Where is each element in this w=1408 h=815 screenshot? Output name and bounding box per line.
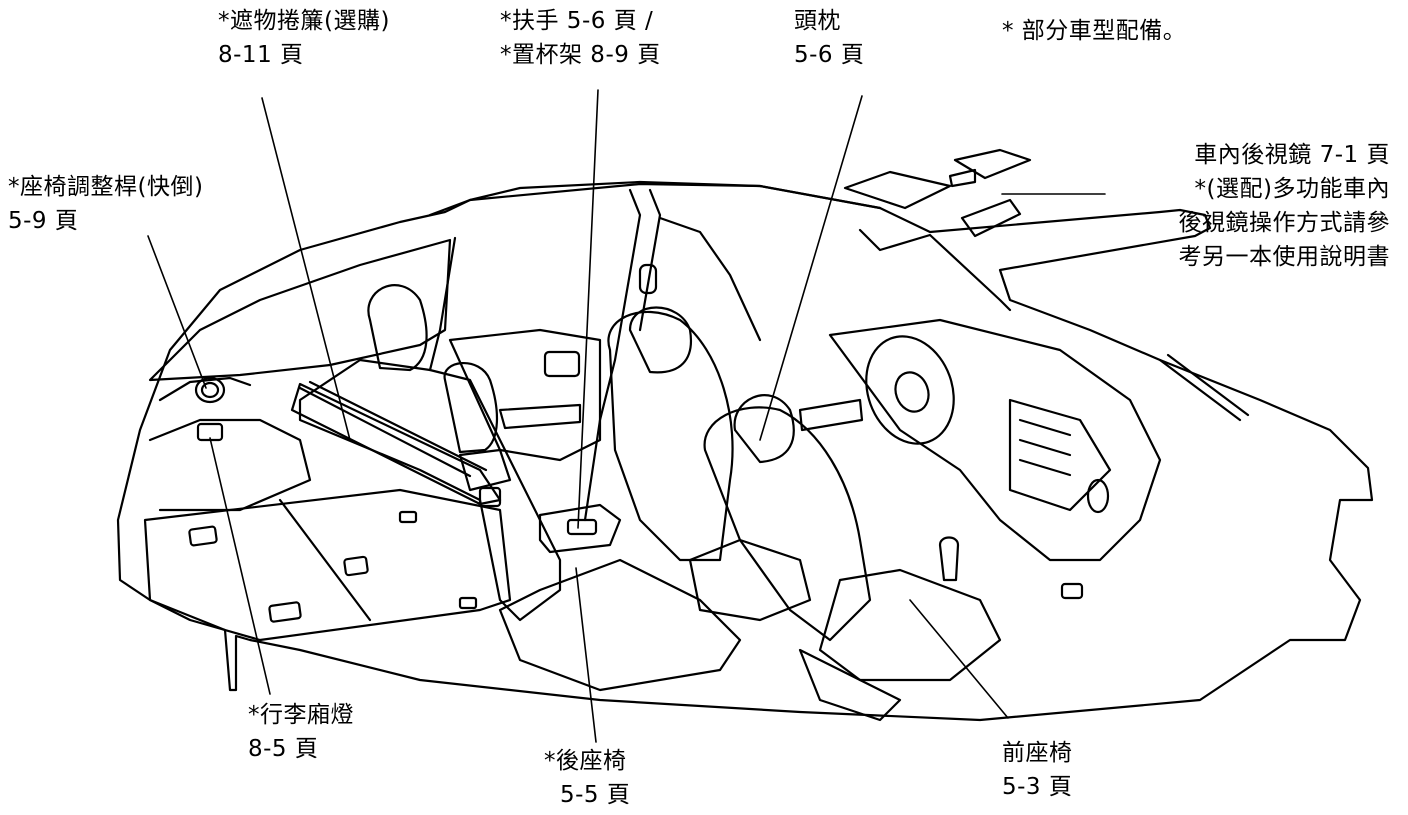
rear-seat-bolster	[458, 448, 512, 492]
trunk-side-wall	[148, 418, 312, 512]
steering-hub	[894, 371, 930, 413]
armrest-box	[538, 503, 622, 554]
leader-armrest	[577, 89, 599, 529]
front-seat-label-title: 前座椅	[1002, 740, 1073, 766]
sunshade-end-cap	[478, 486, 502, 508]
driver-seatback	[703, 406, 872, 642]
rear-pillar	[428, 236, 457, 372]
callout-leaders	[147, 89, 1106, 743]
seat-lever-label-title: *座椅調整桿(快倒)	[8, 174, 204, 200]
trunk-light-label-page: 8-5 頁	[248, 736, 319, 762]
roof-left-edge	[428, 182, 882, 217]
sunshade-label-page: 8-11 頁	[218, 42, 304, 68]
windshield-frame	[858, 228, 1012, 312]
rear-seat-label-title: *後座椅	[544, 748, 627, 774]
driver-headrest	[733, 394, 795, 464]
rear-door-pull	[498, 403, 582, 430]
equipment-note: * 部分車型配備。	[1002, 14, 1186, 48]
front-seat-left-back	[607, 310, 734, 562]
trunk-light-label-title: *行李廂燈	[248, 702, 354, 728]
front-seat-left-headrest	[628, 306, 693, 374]
sun-visor-right	[953, 148, 1032, 180]
visor-clip	[948, 168, 977, 188]
steering-wheel	[865, 335, 955, 445]
rear-headrest-2	[443, 362, 499, 454]
leader-seat-lever	[147, 235, 207, 389]
a-pillar	[658, 216, 762, 342]
rear-side-trim	[158, 376, 252, 402]
side-vent	[1086, 478, 1110, 514]
cupholder-label: *置杯架 8-9 頁	[500, 42, 661, 68]
rear-door-handle	[543, 350, 581, 378]
b-pillar-inner	[638, 188, 662, 332]
rearview-mirror-note-1: *(選配)多功能車內	[1194, 176, 1390, 202]
leader-headrest	[759, 95, 863, 441]
headrest-label-page: 5-6 頁	[794, 42, 865, 68]
front-seat-label: 前座椅 5-3 頁	[1002, 736, 1073, 804]
sunshade-roll	[290, 382, 502, 506]
center-console	[1008, 398, 1112, 512]
rear-glass	[148, 238, 452, 382]
leader-rear-seat	[575, 567, 597, 743]
rearview-mirror-note-2: 後視鏡操作方式請參	[1178, 210, 1390, 236]
cupholder-icon	[566, 518, 598, 536]
front-seat-label-page: 5-3 頁	[1002, 774, 1073, 800]
trunk-floor	[143, 488, 512, 642]
air-vents	[1018, 418, 1072, 477]
seat-lever-label-page: 5-9 頁	[8, 208, 79, 234]
driver-seat-base	[798, 648, 902, 722]
rear-seat-label: *後座椅 5-5 頁	[544, 744, 630, 812]
gear-shift	[938, 536, 960, 582]
rearview-mirror-note-3: 考另一本使用說明書	[1178, 244, 1390, 270]
trunk-latch-1	[188, 525, 218, 547]
leader-front-seat	[909, 599, 1009, 719]
trunk-latch-5	[458, 596, 478, 610]
windshield-strip	[1158, 353, 1250, 422]
equipment-note-text: * 部分車型配備。	[1002, 18, 1187, 44]
headrest-label-title: 頭枕	[794, 8, 841, 34]
rear-door-panel	[448, 328, 602, 462]
rearview-mirror-label: 車內後視鏡 7-1 頁 *(選配)多功能車內 後視鏡操作方式請參 考另一本使用說…	[1110, 138, 1390, 274]
sunshade-label: *遮物捲簾(選購) 8-11 頁	[218, 4, 390, 72]
seatbelt-anchor	[638, 263, 658, 295]
glovebox-latch	[1060, 582, 1084, 600]
rear-seat-label-page: 5-5 頁	[560, 782, 631, 808]
driver-seat-cushion	[818, 568, 1002, 682]
rear-seat-cushion	[498, 558, 742, 692]
sunshade-label-title: *遮物捲簾(選購)	[218, 8, 390, 34]
armrest-label: *扶手 5-6 頁 /	[500, 8, 654, 34]
rear-headrest-1	[367, 284, 428, 372]
rearview-mirror-icon	[960, 198, 1022, 238]
trunk-latch-2	[343, 555, 369, 577]
rear-seatback	[298, 358, 562, 622]
leader-sunshade	[261, 97, 351, 441]
dashboard	[828, 318, 1162, 562]
trunk-panel-split	[278, 498, 372, 622]
trunk-latch-4	[398, 510, 418, 524]
trunk-light-label: *行李廂燈 8-5 頁	[248, 698, 354, 766]
seat-lever-label: *座椅調整桿(快倒) 5-9 頁	[8, 170, 203, 238]
headrest-label: 頭枕 5-6 頁	[794, 4, 864, 72]
front-door-switches	[798, 398, 864, 432]
leader-trunk-light	[209, 437, 271, 695]
trunk-latch-3	[268, 601, 302, 623]
sun-visor-left	[843, 170, 952, 210]
b-pillar	[583, 188, 642, 522]
armrest-cupholder-label: *扶手 5-6 頁 / *置杯架 8-9 頁	[500, 4, 661, 72]
rearview-mirror-title: 車內後視鏡 7-1 頁	[1194, 142, 1390, 168]
car-body-outline	[116, 180, 1374, 722]
